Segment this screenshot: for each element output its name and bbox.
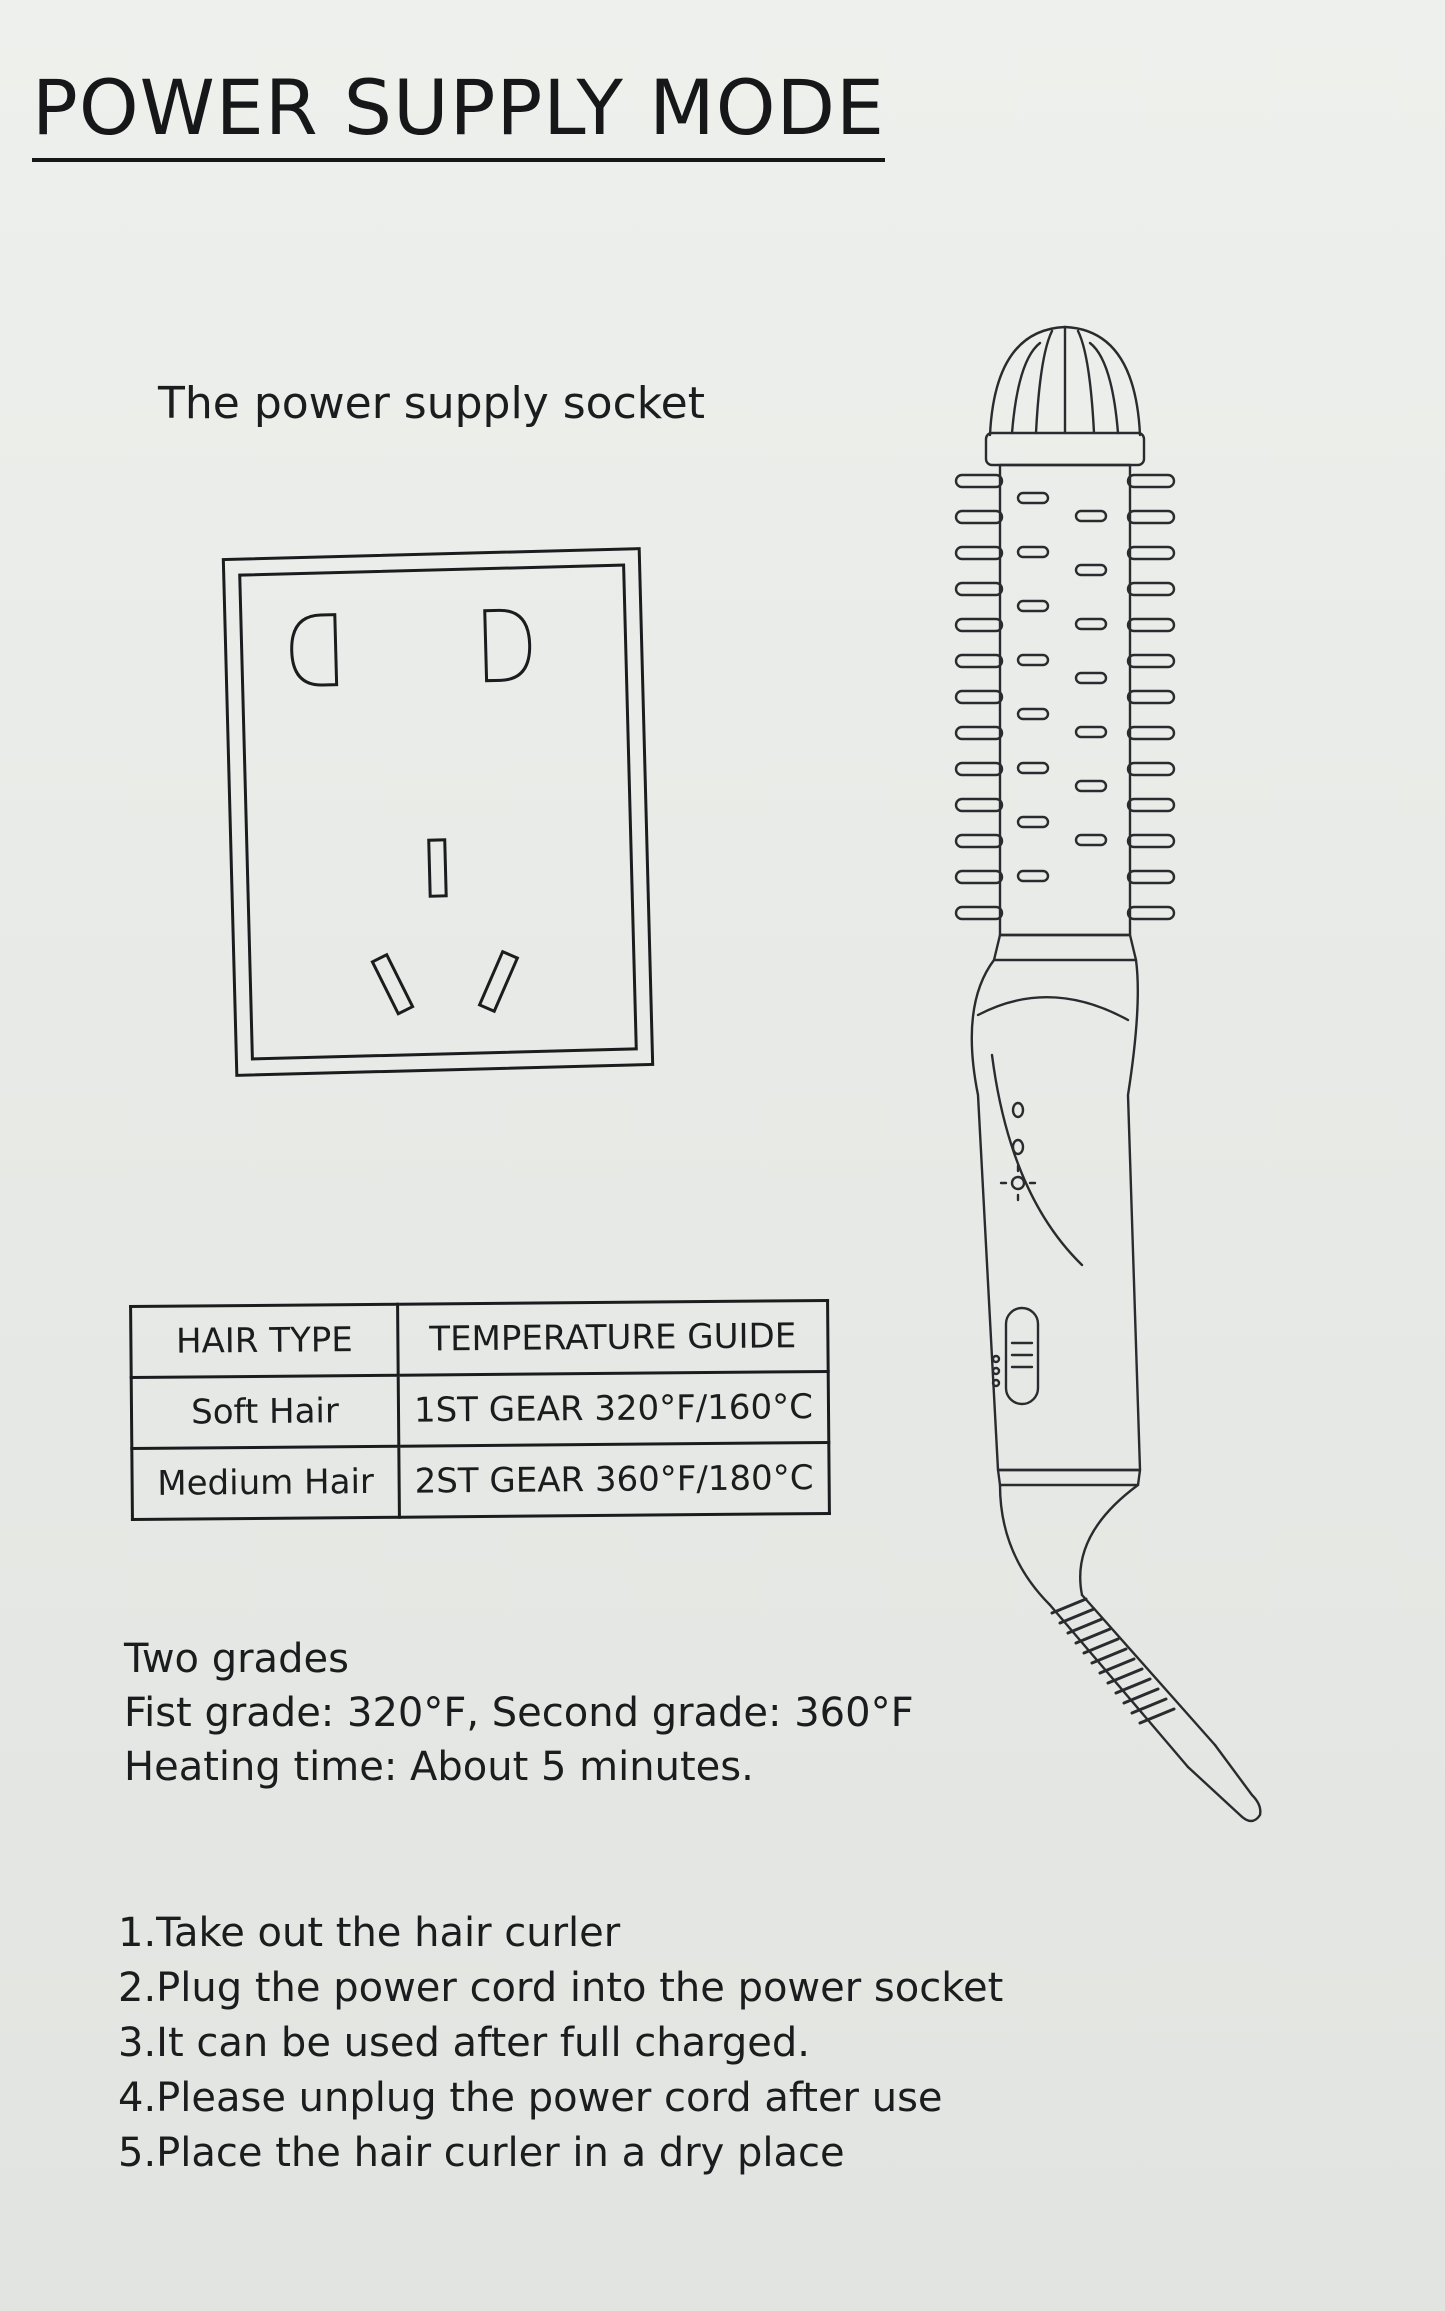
grades-info: Two grades Fist grade: 320°F, Second gra… <box>124 1632 914 1794</box>
temperature-guide-table: HAIR TYPE TEMPERATURE GUIDE Soft Hair 1S… <box>129 1299 831 1521</box>
heating-time: Heating time: About 5 minutes. <box>124 1744 754 1790</box>
list-item: 4.Please unplug the power cord after use <box>118 2075 943 2121</box>
list-item: 1.Take out the hair curler <box>118 1910 621 1956</box>
table-row: Soft Hair 1ST GEAR 320°F/160°C <box>131 1371 829 1449</box>
curler-bristles-right <box>1126 473 1176 921</box>
table-cell-hair-type: Soft Hair <box>131 1375 399 1449</box>
socket-pin-right <box>483 608 532 683</box>
hair-curler-illustration <box>954 325 1262 1823</box>
curler-bristles-center <box>1016 491 1108 883</box>
table-header-temperature-guide: TEMPERATURE GUIDE <box>397 1300 829 1376</box>
table-cell-temperature: 2ST GEAR 360°F/180°C <box>398 1442 830 1518</box>
grades-temperatures: Fist grade: 320°F, Second grade: 360°F <box>124 1690 914 1736</box>
socket-ground-slot <box>427 838 448 898</box>
list-item: 3.It can be used after full charged. <box>118 2020 810 2066</box>
grades-heading: Two grades <box>124 1636 349 1682</box>
socket-slot-left <box>370 952 415 1016</box>
usage-steps: 1.Take out the hair curler 2.Plug the po… <box>118 1906 1003 2181</box>
page-title: POWER SUPPLY MODE <box>32 70 886 162</box>
table-cell-temperature: 1ST GEAR 320°F/160°C <box>398 1371 829 1447</box>
curler-strain-relief <box>1050 1597 1176 1725</box>
table-header-hair-type: HAIR TYPE <box>130 1304 399 1378</box>
socket-pin-left <box>290 613 339 687</box>
list-item: 5.Place the hair curler in a dry place <box>118 2130 845 2176</box>
table-header-row: HAIR TYPE TEMPERATURE GUIDE <box>130 1300 829 1378</box>
socket-inner-frame <box>238 563 638 1061</box>
power-socket-illustration <box>221 547 655 1077</box>
socket-outer-frame <box>221 547 655 1077</box>
curler-handle <box>970 958 1142 1472</box>
socket-slot-right <box>477 949 520 1014</box>
list-item: 2.Plug the power cord into the power soc… <box>118 1965 1004 2011</box>
curler-barrel <box>998 463 1132 937</box>
table-row: Medium Hair 2ST GEAR 360°F/180°C <box>131 1442 830 1520</box>
socket-caption: The power supply socket <box>158 378 705 429</box>
curler-cord-left <box>998 1483 1052 1607</box>
curler-bristles-left <box>954 473 1004 921</box>
curler-switch <box>1004 1306 1040 1406</box>
curler-cord <box>1048 1603 1190 1769</box>
table-cell-hair-type: Medium Hair <box>131 1446 400 1520</box>
curler-sun-icon <box>1010 1175 1026 1191</box>
